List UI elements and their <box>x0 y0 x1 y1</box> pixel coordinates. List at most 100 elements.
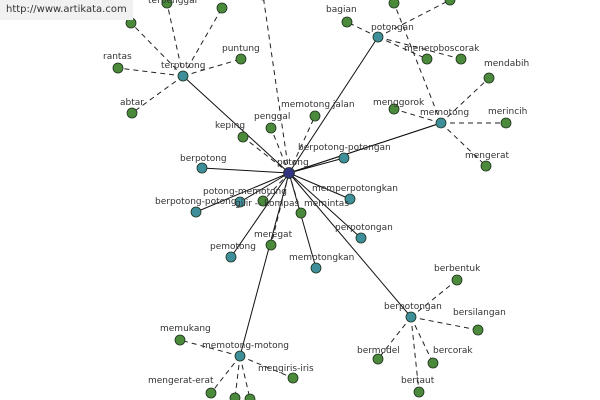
label-layer: terpotongpotonganmemotongberpotong-poton… <box>103 0 529 386</box>
leaf-node-keping[interactable] <box>237 131 249 143</box>
hub-node-berpotong-potongan[interactable] <box>338 152 350 164</box>
hub-label-berpotongan: berpotongan <box>384 302 442 312</box>
hub-label-terpotong: terpotong <box>161 61 205 71</box>
leaf-node-terpotong-x1[interactable] <box>161 0 173 9</box>
edge-memotong-motong <box>239 172 290 357</box>
hub-label-memotongkan: memotongkan <box>289 253 354 263</box>
leaf-node-bersilangan[interactable] <box>472 324 484 336</box>
leaf-node-potongan-x1[interactable] <box>455 53 467 65</box>
hub-label-berpotong-potong: berpotong-potong <box>155 197 237 207</box>
leaf-label-berbentuk: berbentuk <box>434 264 481 274</box>
leaf-label-memintas: memintas <box>304 199 349 209</box>
hub-label-perpotongan: perpotongan <box>335 223 393 233</box>
leaf-label-terpenggal: terpenggal <box>148 0 197 6</box>
hub-node-berpotong[interactable] <box>196 162 208 174</box>
leaf-node-mm-x2[interactable] <box>229 392 241 400</box>
leaf-node-penggal[interactable] <box>265 122 277 134</box>
edge-abtar <box>131 75 184 114</box>
edge-mengiris-iris <box>239 355 294 379</box>
edge-memperpotongkan <box>288 172 351 200</box>
leaf-node-memotong-x1[interactable] <box>388 0 400 9</box>
edge-potong-memotong <box>239 172 290 203</box>
leaf-label-mengerat-erat: mengerat-erat <box>148 376 214 386</box>
leaf-label-bagian: bagian <box>326 5 357 15</box>
leaf-label-bertaut: bertaut <box>401 376 435 386</box>
edge-meregat <box>270 172 290 246</box>
leaf-label-bercorak: bercorak <box>433 346 473 356</box>
leaf-node-mengiris-iris[interactable] <box>287 372 299 384</box>
edge-berpotong <box>201 167 290 174</box>
leaf-label-gilir-kompas: gilir -- kompas <box>235 199 300 209</box>
edge-bertaut <box>410 316 420 393</box>
hub-node-memotong[interactable] <box>435 117 447 129</box>
leaf-node-bermodel[interactable] <box>372 353 384 365</box>
leaf-node-merincih[interactable] <box>500 117 512 129</box>
leaf-node-potongan-x2[interactable] <box>444 0 456 6</box>
edge-terpotong-x1 <box>166 2 184 77</box>
edge-mm-x1 <box>239 355 251 400</box>
leaf-node-bertaut[interactable] <box>413 386 425 398</box>
leaf-node-mengerat-erat[interactable] <box>205 387 217 399</box>
edge-mm-x2 <box>234 355 241 399</box>
edge-terpotong <box>182 75 290 174</box>
hub-label-memperpotongkan: memperpotongkan <box>312 184 398 194</box>
hub-label-pemotong: pemotong <box>210 242 256 252</box>
leaf-node-memukang[interactable] <box>174 334 186 346</box>
leaf-label-meneroboscorak: meneroboscorak <box>404 44 480 54</box>
hub-node-potongan[interactable] <box>372 31 384 43</box>
edge-memotong-x1 <box>393 2 442 124</box>
edge-menggorok <box>393 108 442 124</box>
edge-memotong-jalan <box>288 115 316 174</box>
hub-label-memotong: memotong <box>420 108 469 118</box>
edge-memotong-2 <box>288 122 442 174</box>
leaf-label-mengerat: mengerat <box>465 151 509 161</box>
hub-node-memotongkan[interactable] <box>310 262 322 274</box>
leaf-node-abtar[interactable] <box>126 107 138 119</box>
edge-rantas <box>117 67 184 77</box>
edge-berpotongan <box>288 172 412 318</box>
leaf-node-terpotong-x2[interactable] <box>216 2 228 14</box>
hub-node-pemotong[interactable] <box>225 251 237 263</box>
leaf-node-mengerat[interactable] <box>480 160 492 172</box>
leaf-label-bermodel: bermodel <box>357 346 400 356</box>
hub-node-berpotongan[interactable] <box>405 311 417 323</box>
leaf-node-memotong-jalan[interactable] <box>309 110 321 122</box>
leaf-node-menggorok[interactable] <box>388 103 400 115</box>
root-node-potong[interactable] <box>283 167 295 179</box>
hub-node-terpotong[interactable] <box>177 70 189 82</box>
hub-node-berpotong-potong[interactable] <box>190 206 202 218</box>
leaf-label-abtar: abtar <box>120 98 144 108</box>
leaf-node-gilir-kompas[interactable] <box>257 195 269 207</box>
leaf-node-bagian[interactable] <box>341 16 353 28</box>
leaf-node-meneroboscorak[interactable] <box>421 53 433 65</box>
hub-node-perpotongan[interactable] <box>355 232 367 244</box>
leaf-node-meregat[interactable] <box>265 239 277 251</box>
leaf-node-memintas[interactable] <box>295 207 307 219</box>
edge-berbentuk <box>410 279 458 318</box>
edge-pemotong <box>230 172 290 258</box>
leaf-label-meregat: meregat <box>254 230 293 240</box>
edge-layer <box>117 0 506 400</box>
hub-node-potong-memotong[interactable] <box>234 196 246 208</box>
edge-top-x1 <box>263 0 290 174</box>
leaf-label-mengiris-iris: mengiris-iris <box>258 364 314 374</box>
hub-node-memotong-motong[interactable] <box>234 350 246 362</box>
edge-bagian <box>346 21 379 38</box>
leaf-label-merincih: merincih <box>488 107 527 117</box>
edge-mengerat <box>440 122 487 167</box>
leaf-node-mendabih[interactable] <box>483 72 495 84</box>
leaf-node-puntung[interactable] <box>235 53 247 65</box>
hub-label-berpotong-potongan: berpotong-potongan <box>298 143 391 153</box>
edge-gilir-kompas <box>262 172 290 202</box>
leaf-node-berbentuk[interactable] <box>451 274 463 286</box>
leaf-node-bercorak[interactable] <box>427 357 439 369</box>
edge-berpotong-potong <box>195 172 290 213</box>
leaf-label-bersilangan: bersilangan <box>453 308 506 318</box>
leaf-node-mm-x1[interactable] <box>244 393 256 400</box>
hub-node-memperpotongkan[interactable] <box>344 193 356 205</box>
edge-memotongkan <box>288 172 317 269</box>
edge-penggal <box>270 127 290 174</box>
leaf-label-menggorok: menggorok <box>373 98 425 108</box>
leaf-node-rantas[interactable] <box>112 62 124 74</box>
